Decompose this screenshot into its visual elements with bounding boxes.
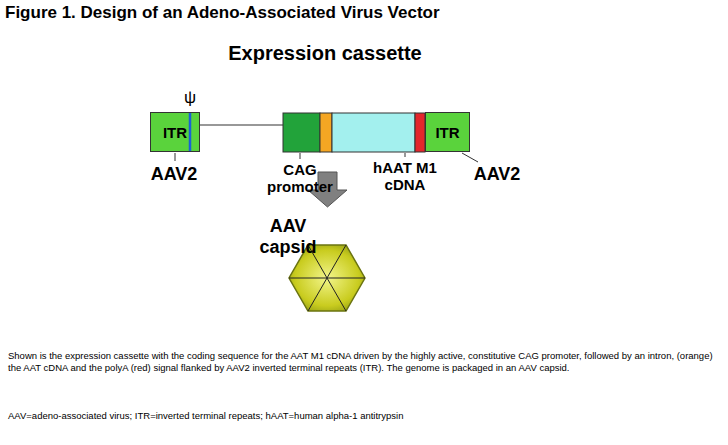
capsid-facet-line: [327, 278, 365, 279]
abbreviation-note: AAV=adeno-associated virus; ITR=inverted…: [8, 410, 720, 422]
cdna-label: hAAT M1 cDNA: [368, 159, 442, 194]
itr-label: ITR: [435, 124, 459, 141]
vector-backbone: [200, 124, 283, 125]
packaging-signal-line: [189, 113, 192, 151]
section-heading: Expression cassette: [195, 42, 455, 65]
serotype-label: AAV2: [144, 164, 204, 185]
capsid-facet-line: [327, 278, 346, 311]
capsid-facet-line: [308, 278, 327, 311]
promoter-label: CAG promoter: [260, 161, 340, 196]
serotype-label: AAV2: [467, 164, 527, 185]
leader-line: [405, 153, 406, 157]
figure-title: Figure 1. Design of an Adeno-Associated …: [5, 3, 440, 23]
itr-label: ITR: [163, 124, 187, 141]
capsid-label: AAV capsid: [253, 216, 323, 257]
psi-symbol: ψ: [178, 88, 202, 108]
capsid-facet-line: [289, 278, 327, 279]
cag-promoter-segment: [283, 113, 320, 152]
intron-segment: [320, 113, 332, 152]
leader-line: [462, 153, 478, 162]
packaging-signal-line: [189, 113, 192, 151]
polya-segment: [415, 113, 425, 152]
leader-line: [175, 153, 176, 161]
capsid-facet-line: [327, 245, 346, 278]
figure-caption: Shown is the expression cassette with th…: [8, 350, 720, 375]
leader-line: [300, 153, 301, 159]
cdna-segment: [332, 113, 415, 152]
itr-box: ITR: [425, 112, 470, 152]
itr-box: ITR: [150, 112, 200, 152]
